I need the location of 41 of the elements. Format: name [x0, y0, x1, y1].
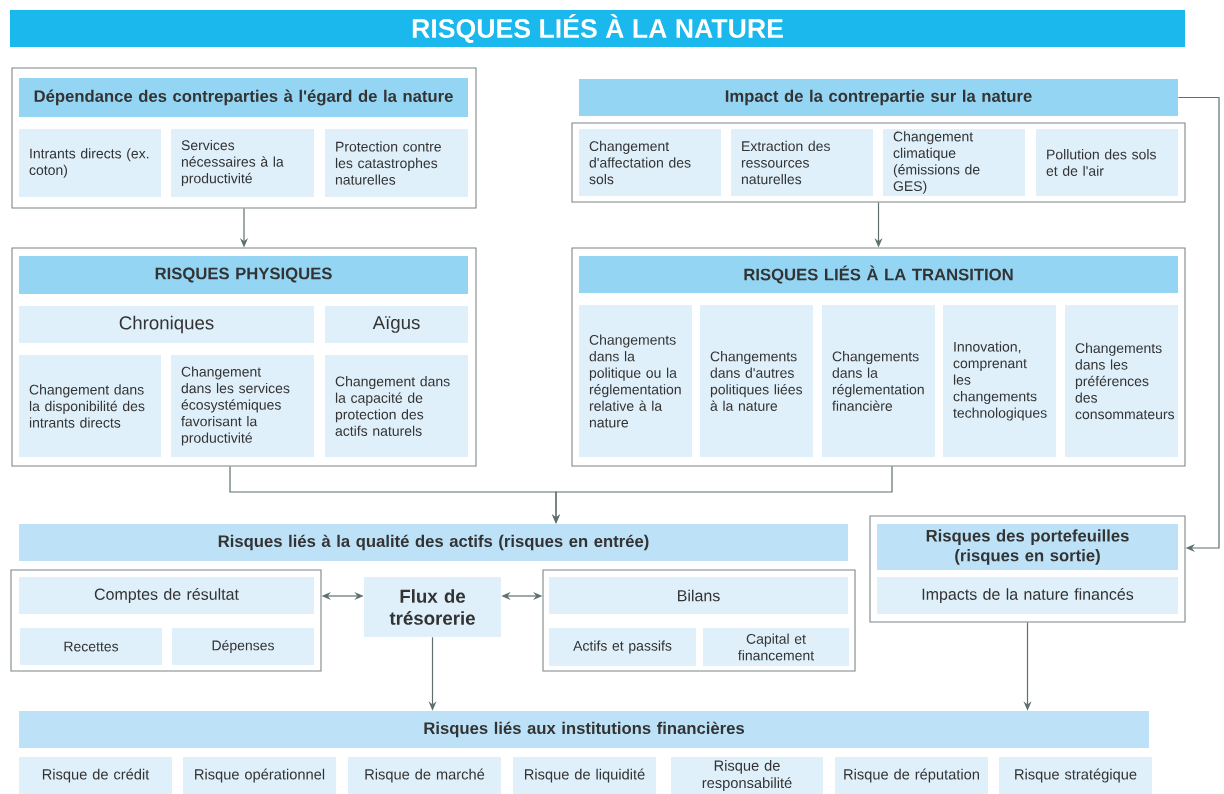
text-box: Aïgus — [325, 306, 468, 343]
text-box: Dépenses — [172, 628, 314, 665]
text-box: Intrants directs (ex. coton) — [19, 129, 161, 197]
text-box: Capital et financement — [703, 628, 849, 666]
title-banner: RISQUES LIÉS À LA NATURE — [10, 10, 1185, 47]
text-box: Risque de responsabilité — [671, 757, 823, 794]
heading-band: Impact de la contrepartie sur la nature — [579, 79, 1178, 116]
heading-band: Risques liés à la qualité des actifs (risques en entrée) — [19, 524, 848, 561]
text-box: Flux de trésorerie — [364, 577, 501, 637]
text-box: Recettes — [20, 628, 162, 665]
text-box: Changements dans la politique ou la réglementation relative à la nature — [579, 305, 692, 457]
text-box: Comptes de résultat — [19, 577, 314, 614]
text-box: Chroniques — [19, 306, 314, 343]
text-box: Risque de réputation — [835, 757, 988, 794]
text-box: Changement climatique (émissions de GES) — [883, 129, 1025, 196]
text-box: Bilans — [549, 577, 848, 614]
text-box: Protection contre les catastrophes naturelles — [325, 129, 468, 197]
text-box: Changement dans la disponibilité des intrants directs — [19, 355, 161, 457]
text-box: Changements dans les préférences des consommateurs — [1065, 305, 1178, 457]
text-box: Risque de crédit — [19, 757, 172, 794]
text-box: Extraction des ressources naturelles — [731, 129, 873, 196]
text-box: Risque de marché — [348, 757, 501, 794]
text-box: Changements dans d'autres politiques liées à la nature — [700, 305, 813, 457]
arrow — [1177, 96, 1220, 553]
text-box: Pollution des sols et de l'air — [1036, 129, 1178, 196]
heading-band: Dépendance des contreparties à l'égard de la nature — [19, 78, 468, 117]
text-box: Risque stratégique — [999, 757, 1152, 794]
text-box: Innovation, comprenant les changements technologiques — [943, 305, 1056, 457]
heading-band: Risques des portefeuilles (risques en sortie) — [877, 524, 1178, 570]
heading-band: RISQUES PHYSIQUES — [19, 256, 468, 294]
heading-band: Risques liés aux institutions financières — [19, 711, 1149, 748]
heading-band: RISQUES LIÉS À LA TRANSITION — [579, 256, 1178, 293]
text-box: Risque de liquidité — [513, 757, 656, 794]
text-box: Actifs et passifs — [549, 628, 696, 666]
text-box: Risque opérationnel — [183, 757, 336, 794]
text-box: Changement dans la capacité de protection des actifs naturels — [325, 355, 468, 457]
text-box: Services nécessaires à la productivité — [171, 129, 314, 197]
text-box: Changements dans la réglementation financière — [822, 305, 935, 457]
text-box: Changement dans les services écosystémiques favorisant la productivité — [171, 355, 314, 457]
text-box: Changement d'affectation des sols — [579, 129, 721, 196]
text-box: Impacts de la nature financés — [877, 577, 1178, 614]
